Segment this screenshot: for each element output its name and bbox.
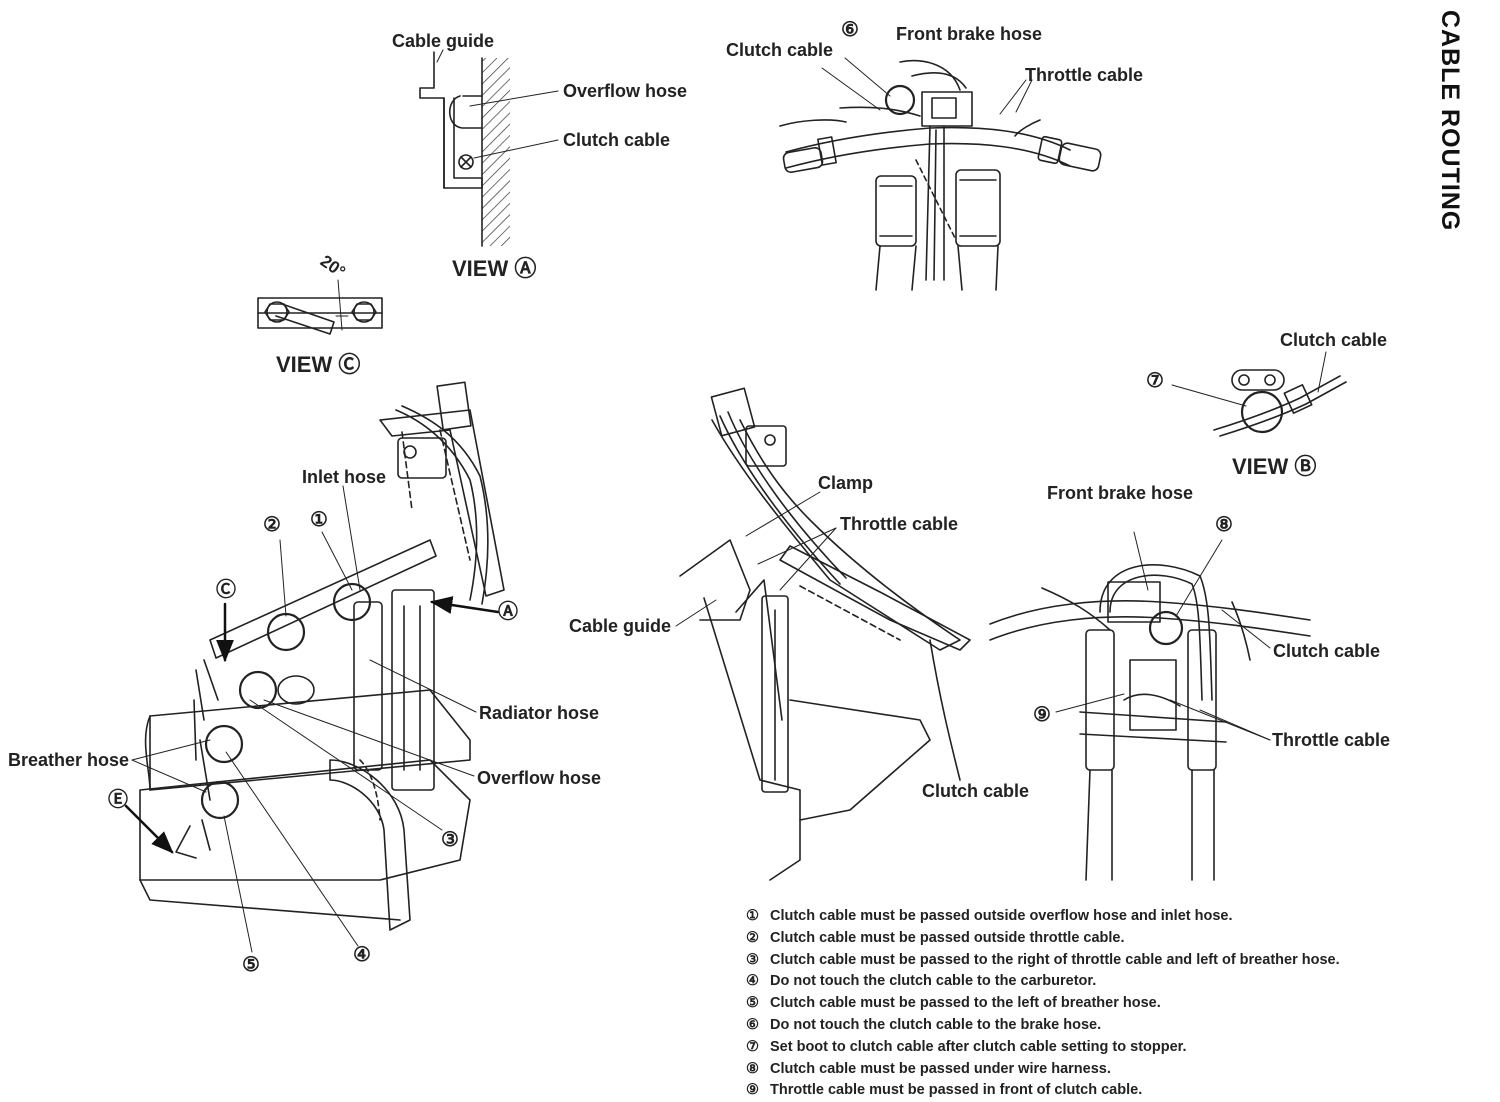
label-clamp: Clamp — [818, 473, 874, 493]
label-front-brake-hose-top: Front brake hose — [896, 24, 1043, 44]
marker-1: ① — [310, 509, 328, 531]
view-b-detail — [1171, 351, 1347, 437]
marker-4: ④ — [353, 944, 371, 966]
top-handlebar-drawing — [779, 57, 1102, 291]
marker-7: ⑦ — [1146, 370, 1164, 392]
label-clutch-cable-mid: Clutch cable — [922, 781, 1030, 801]
marker-6-top: ⑥ — [841, 19, 859, 41]
view-c-detail — [257, 279, 383, 335]
left-frame-drawing — [124, 381, 505, 953]
label-clutch-cable-right: Clutch cable — [1273, 641, 1381, 661]
page-title: CABLE ROUTING — [1436, 10, 1464, 232]
label-clutch-cable-top: Clutch cable — [726, 40, 834, 60]
label-view-b: VIEW Ⓑ — [1232, 454, 1317, 479]
label-throttle-cable-top: Throttle cable — [1025, 65, 1144, 85]
label-throttle-cable-mid: Throttle cable — [840, 514, 959, 534]
marker-9: ⑨ — [1033, 704, 1051, 726]
marker-3: ③ — [441, 829, 459, 851]
marker-8: ⑧ — [1215, 514, 1233, 536]
label-clutch-cable-view-a: Clutch cable — [563, 130, 671, 150]
label-front-brake-hose-right: Front brake hose — [1047, 483, 1194, 503]
label-inlet-hose: Inlet hose — [302, 467, 387, 487]
label-cable-guide-mid: Cable guide — [569, 616, 672, 636]
label-view-a: VIEW Ⓐ — [452, 256, 537, 281]
marker-2: ② — [263, 514, 281, 536]
label-overflow-hose-left: Overflow hose — [477, 768, 602, 788]
marker-a: Ⓐ — [498, 601, 518, 623]
label-cable-guide-view-a: Cable guide — [392, 31, 495, 51]
marker-5: ⑤ — [242, 954, 260, 976]
right-fork-drawing — [989, 531, 1311, 881]
label-breather-hose: Breather hose — [8, 750, 130, 770]
label-throttle-cable-right: Throttle cable — [1272, 730, 1391, 750]
label-radiator-hose: Radiator hose — [479, 703, 600, 723]
view-a-detail — [419, 49, 559, 247]
marker-c: Ⓒ — [216, 579, 236, 601]
label-view-c: VIEW Ⓒ — [276, 352, 361, 377]
label-clutch-cable-view-b: Clutch cable — [1280, 330, 1388, 350]
marker-e: Ⓔ — [108, 789, 128, 811]
middle-frame-drawing — [675, 387, 971, 881]
label-overflow-hose-view-a: Overflow hose — [563, 81, 688, 101]
